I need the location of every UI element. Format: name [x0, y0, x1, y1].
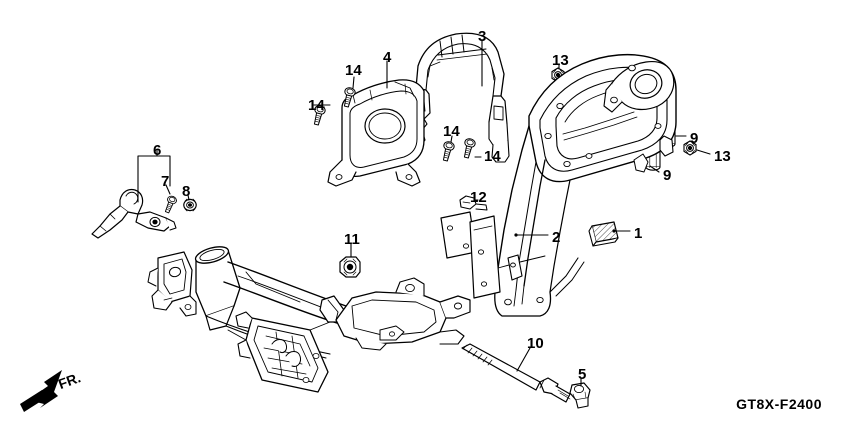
- callout-13-right[interactable]: 13: [714, 148, 731, 165]
- part-1-emblem-plate: [588, 221, 619, 247]
- part-14-bolt-c: [439, 140, 456, 163]
- callout-6[interactable]: 6: [153, 142, 162, 159]
- callout-11[interactable]: 11: [344, 231, 360, 248]
- part-2-frame-floor-crossmember: [335, 277, 471, 351]
- callout-7[interactable]: 7: [161, 173, 170, 190]
- diagram-part-number: GT8X-F2400: [736, 396, 822, 412]
- part-10-pivot-bolt: [461, 343, 571, 403]
- callout-2[interactable]: 2: [552, 229, 561, 246]
- part-2-frame-center-spine: [494, 125, 585, 317]
- part-8-lock-nut: [183, 198, 197, 212]
- callout-5[interactable]: 5: [578, 366, 587, 383]
- part-2-frame-rear-loop: [528, 53, 677, 183]
- part-6-seat-lock-assembly: [91, 188, 177, 239]
- callout-14-c[interactable]: 14: [443, 123, 460, 140]
- callout-13-upper[interactable]: 13: [552, 52, 569, 69]
- part-2-frame-head-pipe: [147, 246, 437, 359]
- callout-8[interactable]: 8: [182, 183, 191, 200]
- part-11-grommet: [339, 256, 361, 278]
- part-12-cable-clamp: [459, 195, 488, 211]
- callout-14-d[interactable]: 14: [484, 148, 501, 165]
- callout-14-a[interactable]: 14: [345, 62, 362, 79]
- callout-14-b[interactable]: 14: [308, 97, 325, 114]
- part-2-frame-lower-box: [227, 311, 331, 393]
- callout-9-lower[interactable]: 9: [663, 167, 672, 184]
- callout-9-upper[interactable]: 9: [690, 130, 699, 147]
- part-5-flange-nut: [569, 382, 591, 409]
- callout-12[interactable]: 12: [470, 189, 487, 206]
- part-4-front-cover-bracket: [327, 79, 425, 187]
- frame-inner-gusset: [469, 215, 501, 299]
- callout-1[interactable]: 1: [634, 225, 643, 242]
- front-direction-arrow: [20, 370, 62, 412]
- part-14-bolt-d: [460, 137, 477, 160]
- frame-lower-tab: [507, 254, 523, 281]
- callout-4[interactable]: 4: [383, 49, 392, 66]
- part-7-lock-screw: [162, 194, 179, 215]
- callout-10[interactable]: 10: [527, 335, 544, 352]
- callout-3[interactable]: 3: [478, 28, 487, 45]
